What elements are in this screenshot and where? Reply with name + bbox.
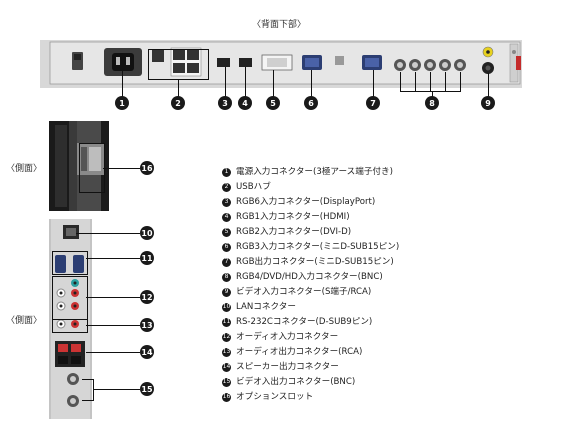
badge-10: 10	[140, 226, 154, 240]
audio-out-highlight	[52, 319, 88, 333]
legend-text: USBハブ	[236, 182, 271, 192]
side-top-panel	[49, 121, 109, 211]
legend-text: RGB6入力コネクター(DisplayPort)	[236, 197, 376, 207]
legend-text: オーディオ出力コネクター(RCA)	[236, 347, 363, 357]
leader-line-9	[488, 73, 490, 97]
legend-text: オプションスロット	[236, 392, 314, 402]
leader-line-14	[86, 352, 140, 354]
badge-16: 16	[140, 161, 154, 175]
badge-11: 11	[140, 251, 154, 265]
leader-line-8-bar	[400, 91, 461, 93]
badge-8: 8	[425, 96, 439, 110]
audio-in-highlight	[52, 276, 88, 320]
legend-badge: 15	[222, 377, 231, 387]
leader-line-10	[76, 233, 140, 235]
legend-text: オーディオ入力コネクター	[236, 332, 339, 342]
badge-3: 3	[218, 96, 232, 110]
legend-text: RGB2入力コネクター(DVI-D)	[236, 227, 352, 237]
leader-line-13	[86, 325, 140, 327]
legend-badge: 6	[222, 242, 231, 252]
legend-text: RGB1入力コネクター(HDMI)	[236, 212, 350, 222]
badge-6: 6	[304, 96, 318, 110]
leader-line-2	[178, 79, 180, 97]
legend-badge: 3	[222, 197, 231, 207]
leader-line-4	[245, 67, 247, 97]
legend-text: RGB3入力コネクター(ミニD-SUB15ピン)	[236, 242, 400, 252]
leader-line-1	[122, 66, 124, 97]
legend-badge: 2	[222, 182, 231, 192]
badge-4: 4	[238, 96, 252, 110]
option-slot-highlight	[79, 143, 105, 193]
legend-text: RGB4/DVD/HD入力コネクター(BNC)	[236, 272, 383, 282]
leader-line-8d	[445, 72, 447, 91]
rear-bottom-caption: 〈背面下部〉	[252, 20, 307, 30]
side-bottom-caption: 〈側面〉	[6, 316, 43, 326]
leader-line-6	[311, 70, 313, 97]
legend-badge: 7	[222, 257, 231, 267]
leader-line-15b	[82, 400, 94, 402]
legend-badge: 10	[222, 302, 231, 312]
legend-badge: 8	[222, 272, 231, 282]
legend-badge: 5	[222, 227, 231, 237]
badge-1: 1	[115, 96, 129, 110]
legend-text: ビデオ入力コネクター(S端子/RCA)	[236, 287, 372, 297]
badge-14: 14	[140, 345, 154, 359]
badge-2: 2	[171, 96, 185, 110]
leader-line-8b	[415, 72, 417, 91]
leader-line-5	[273, 70, 275, 97]
usb-hub-highlight	[148, 49, 209, 80]
legend-badge: 13	[222, 347, 231, 357]
badge-15: 15	[140, 382, 154, 396]
rear-panel	[40, 38, 522, 90]
rear-panel-drawing	[40, 40, 522, 88]
leader-line-8c	[430, 72, 432, 91]
legend-text: スピーカー出力コネクター	[236, 362, 339, 372]
leader-line-15	[93, 389, 140, 391]
leader-line-16	[103, 168, 140, 170]
legend-text: LANコネクター	[236, 302, 296, 312]
legend-text: ビデオ入出力コネクター(BNC)	[236, 377, 356, 387]
leader-line-8e	[460, 72, 462, 91]
rs232c-highlight	[52, 251, 88, 275]
badge-9: 9	[481, 96, 495, 110]
legend-badge: 12	[222, 332, 231, 342]
legend-badge: 16	[222, 392, 231, 402]
leader-line-7	[373, 70, 375, 97]
leader-line-11	[86, 258, 140, 260]
legend-text: RS-232Cコネクター(D-SUB9ピン)	[236, 317, 373, 327]
legend-badge: 1	[222, 167, 231, 177]
badge-7: 7	[366, 96, 380, 110]
leader-line-3	[225, 67, 227, 97]
leader-line-12	[86, 297, 140, 299]
legend-badge: 9	[222, 287, 231, 297]
legend-text: 電源入力コネクター(3極アース端子付き)	[236, 167, 393, 177]
legend-text: RGB出力コネクター(ミニD-SUB15ピン)	[236, 257, 394, 267]
side-top-caption: 〈側面〉	[6, 164, 43, 174]
leader-line-8a	[400, 72, 402, 91]
legend-badge: 11	[222, 317, 231, 327]
leader-line-15a	[82, 379, 94, 381]
badge-13: 13	[140, 318, 154, 332]
badge-5: 5	[266, 96, 280, 110]
side-top-drawing	[49, 121, 109, 211]
badge-12: 12	[140, 290, 154, 304]
legend-badge: 4	[222, 212, 231, 222]
legend-badge: 14	[222, 362, 231, 372]
leader-line-8-stem	[432, 91, 434, 97]
